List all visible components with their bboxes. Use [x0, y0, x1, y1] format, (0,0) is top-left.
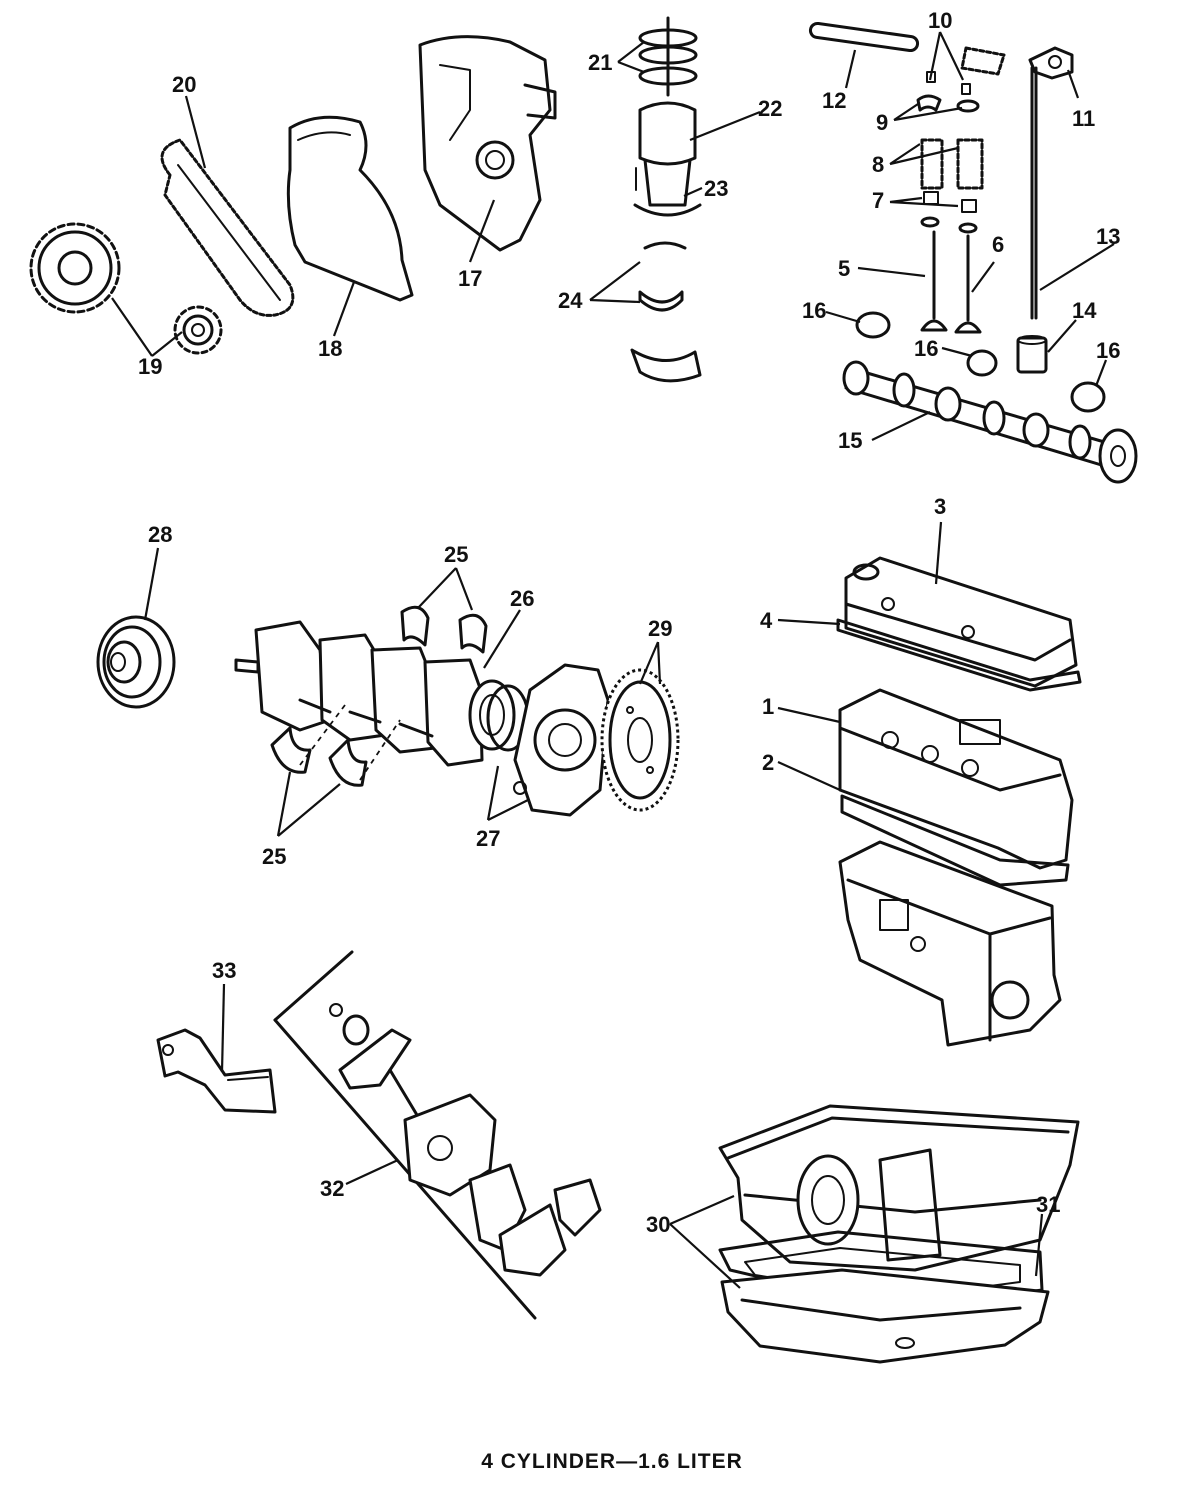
callout-23: 23 [704, 176, 728, 201]
timing-cover [418, 35, 557, 252]
thrust-washer [468, 679, 530, 752]
callout-8: 8 [872, 152, 884, 177]
callout-16-right: 16 [1096, 338, 1120, 363]
lower-oil-pan [720, 1268, 1050, 1364]
callout-16-left: 16 [802, 298, 826, 323]
crankshaft [234, 620, 484, 767]
callout-12: 12 [822, 88, 846, 113]
crankshaft-pulley [96, 615, 176, 709]
callout-11: 11 [1072, 106, 1095, 131]
piston-assembly [633, 16, 702, 217]
rear-seal-retainer [513, 663, 610, 817]
callout-20: 20 [172, 72, 196, 97]
callout-19: 19 [138, 354, 162, 379]
alignment-lines [299, 704, 401, 781]
oil-pan [718, 1104, 1080, 1272]
timing-chain [160, 138, 295, 317]
callout-25-top: 25 [444, 542, 468, 567]
callout-3: 3 [934, 494, 946, 519]
oil-pickup-tube [156, 1028, 277, 1114]
callout-9: 9 [876, 110, 888, 135]
valves-and-pushrod [920, 66, 1038, 334]
sprocket-assembly [29, 222, 223, 355]
cylinder-head [838, 688, 1074, 870]
callout-31: 31 [1036, 1192, 1060, 1217]
callout-21: 21 [588, 50, 612, 75]
callout-27: 27 [476, 826, 500, 851]
callout-5: 5 [838, 256, 850, 281]
callout-13: 13 [1096, 224, 1120, 249]
valve-springs [916, 46, 1006, 234]
valve-cover [844, 556, 1078, 688]
callout-28: 28 [148, 522, 172, 547]
callout-29: 29 [648, 616, 672, 641]
callout-numbers: 10 11 12 9 8 7 6 5 13 14 16 16 16 15 21 … [138, 8, 1120, 1237]
callout-24: 24 [558, 288, 583, 313]
callout-30: 30 [646, 1212, 670, 1237]
callout-17: 17 [458, 266, 482, 291]
diagram-caption: 4 CYLINDER—1.6 LITER [481, 1450, 743, 1473]
callout-10: 10 [928, 8, 952, 33]
head-gasket [840, 794, 1070, 887]
callout-14: 14 [1072, 298, 1097, 323]
camshaft [842, 360, 1138, 484]
oil-pump-assembly [273, 950, 602, 1320]
rocker-shaft [808, 21, 920, 53]
callout-25-bottom: 25 [262, 844, 286, 869]
callout-15: 15 [838, 428, 862, 453]
leader-lines [111, 31, 1115, 1289]
cam-bearings [855, 311, 1106, 413]
valve-tappet [1016, 335, 1048, 374]
engine-block [838, 840, 1062, 1047]
callout-7: 7 [872, 188, 884, 213]
callout-16-middle: 16 [914, 336, 938, 361]
callout-33: 33 [212, 958, 236, 983]
rod-bearings [630, 241, 702, 383]
callout-18: 18 [318, 336, 342, 361]
callout-2: 2 [762, 750, 774, 775]
callout-22: 22 [758, 96, 782, 121]
callout-1: 1 [762, 694, 774, 719]
valve-cover-gasket [836, 618, 1082, 692]
callout-26: 26 [510, 586, 534, 611]
main-bearings [270, 605, 488, 787]
timing-cover-gasket [286, 115, 414, 302]
callout-6: 6 [992, 232, 1004, 257]
callout-32: 32 [320, 1176, 344, 1201]
callout-4: 4 [760, 608, 773, 633]
flywheel [600, 668, 680, 812]
